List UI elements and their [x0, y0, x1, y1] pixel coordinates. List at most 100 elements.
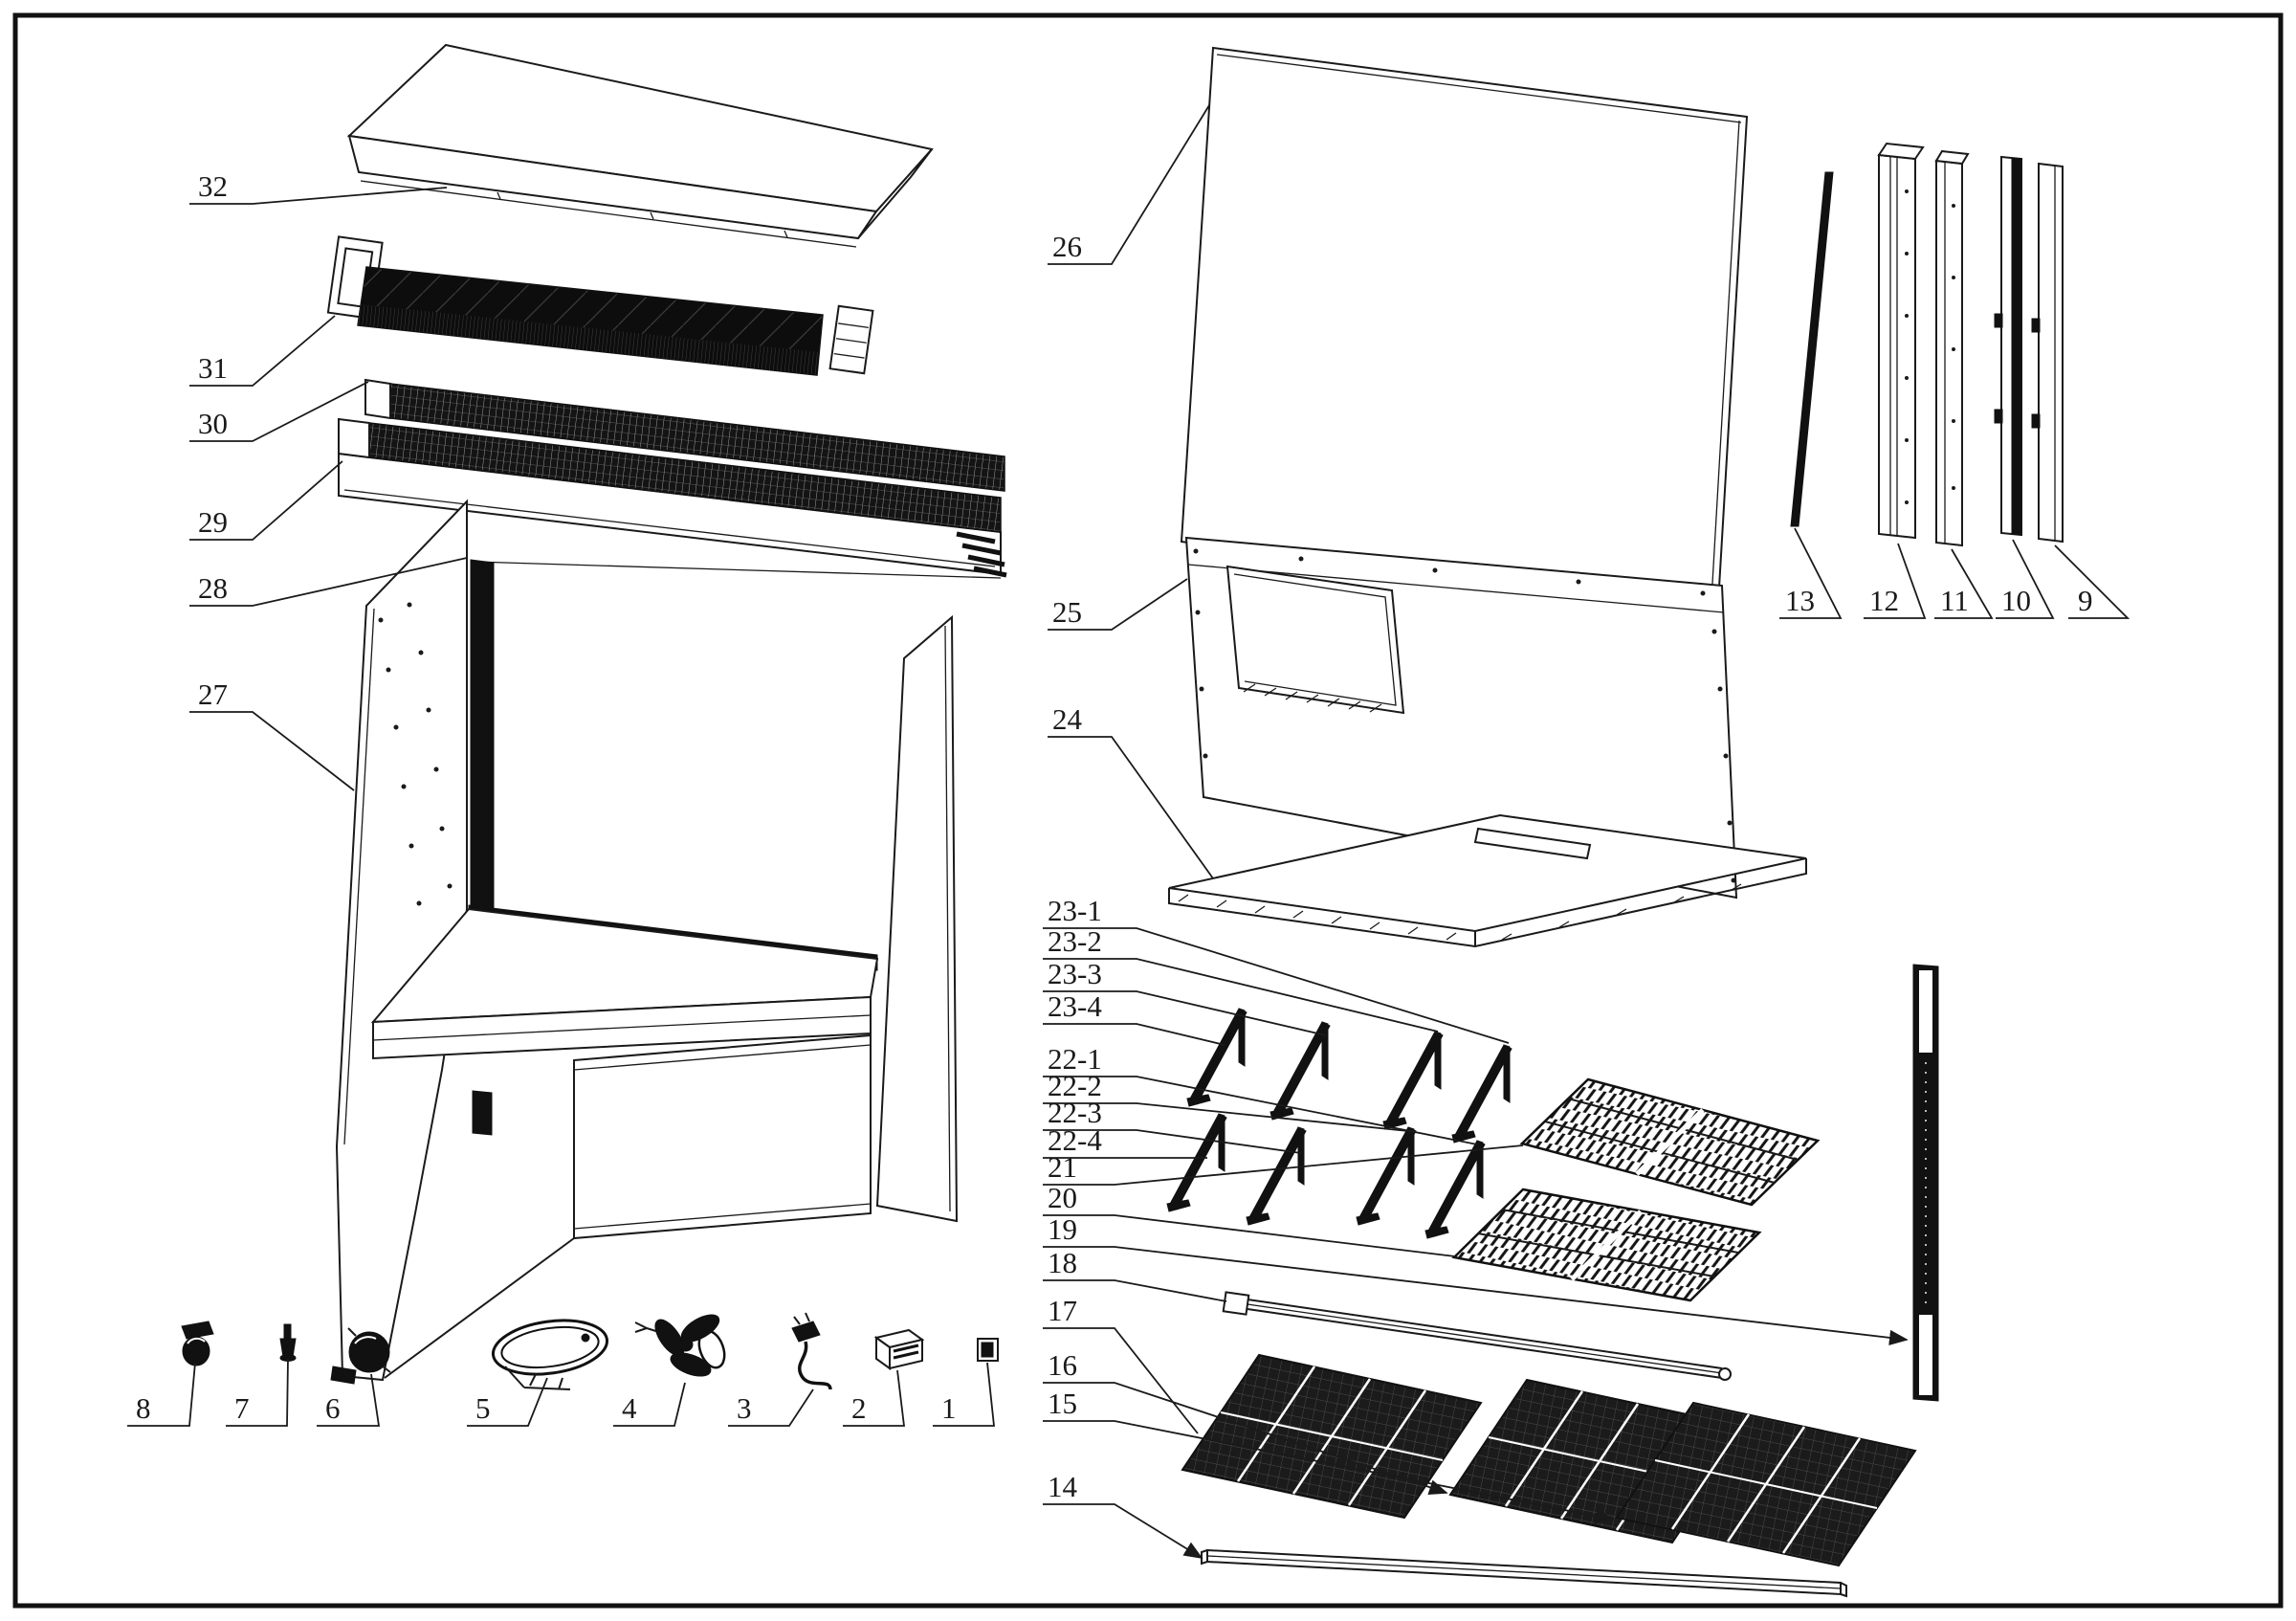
- panel-window-outer: [1225, 565, 1405, 715]
- callout-25: 25: [1048, 578, 1188, 631]
- foot-stem: [283, 1323, 292, 1340]
- part-4-fan-blade: [634, 1314, 726, 1377]
- left-panel-foot: [330, 1366, 357, 1385]
- part-label-23-2: 23-2: [1048, 924, 1102, 958]
- callout-28: 28: [189, 557, 468, 607]
- part-label-13: 13: [1785, 584, 1815, 617]
- evaporator-fin-fringe: [358, 304, 819, 375]
- part-label-29: 29: [198, 505, 228, 539]
- grille-end-cap: [364, 378, 391, 420]
- callout-22-3: 22-3: [1043, 1096, 1302, 1154]
- post-10-clip-2: [1994, 409, 2003, 424]
- motor-tabs: [347, 1327, 391, 1373]
- wire-shelf-upper-split: [1635, 1108, 1705, 1176]
- caster-bracket: [181, 1321, 214, 1340]
- part-22-lower-shelf-brackets: [1166, 1113, 1486, 1239]
- part-label-12: 12: [1869, 584, 1899, 617]
- callout-9: 9: [2054, 544, 2130, 619]
- part-label-9: 9: [2078, 584, 2093, 617]
- post-top-slot: [1919, 970, 1932, 1053]
- part-32-top-cover-panel: [346, 43, 934, 248]
- part-label-23-4: 23-4: [1048, 989, 1102, 1023]
- part-label-32: 32: [198, 169, 228, 203]
- part-label-26: 26: [1052, 230, 1082, 263]
- cabinet-right-panel: [875, 614, 959, 1223]
- part-label-20: 20: [1048, 1181, 1077, 1214]
- part-20-wire-shelf-lower: [1451, 1188, 1762, 1302]
- part-label-17: 17: [1048, 1294, 1077, 1327]
- post-11-holes: [1952, 204, 1955, 490]
- callout-15: 15: [1043, 1387, 1615, 1524]
- callout-3: 3: [728, 1388, 814, 1427]
- shelf-thickness: [1168, 858, 1807, 948]
- box-slots: [893, 1343, 919, 1360]
- callout-30: 30: [189, 381, 369, 442]
- part-26-front-glass-panel: [1180, 46, 1749, 622]
- callout-26: 26: [1048, 104, 1210, 265]
- part-30-air-grille-strip: [364, 378, 1005, 492]
- ring-outer: [491, 1319, 609, 1376]
- part-label-15: 15: [1048, 1387, 1077, 1420]
- part-27-cabinet-body: [330, 499, 959, 1385]
- callout-10: 10: [1996, 539, 2055, 619]
- callout-14: 14: [1043, 1470, 1203, 1559]
- part-29-grille-tray: [338, 417, 1007, 579]
- part-label-7: 7: [234, 1391, 250, 1425]
- callout-1: 1: [933, 1362, 996, 1427]
- upper-bracket-3: [1382, 1031, 1444, 1130]
- callout-7: 7: [226, 1358, 289, 1427]
- part-label-31: 31: [198, 351, 228, 385]
- part-23-upper-shelf-brackets: [1186, 1008, 1512, 1144]
- callout-31: 31: [189, 315, 336, 387]
- callout-20: 20: [1043, 1181, 1456, 1257]
- post-bottom-slot: [1919, 1315, 1932, 1395]
- motor-body: [348, 1331, 390, 1373]
- part-7-leveling-foot: [279, 1323, 297, 1362]
- part-21-wire-shelf-upper: [1519, 1077, 1821, 1207]
- motor-highlight: [354, 1336, 377, 1344]
- part-13-trim-strip: [1790, 171, 1834, 527]
- callout-19: 19: [1043, 1212, 1909, 1345]
- trim-strip-upper: [470, 559, 495, 912]
- post-10-clip-1: [1994, 313, 2003, 328]
- tray-rear-edge: [473, 561, 1002, 579]
- grid-15-mid: [1654, 1459, 1878, 1509]
- tube-body: [1247, 1299, 1723, 1379]
- wire-shelf-lower-split: [1570, 1210, 1643, 1281]
- part-10-upright-post: [1994, 155, 2022, 537]
- right-panel-edge-line: [944, 625, 951, 1212]
- part-label-22-1: 22-1: [1048, 1042, 1102, 1076]
- base-front-edge: [384, 1237, 575, 1379]
- window-sill-hatch: [1243, 683, 1382, 713]
- fan-petals: [654, 1314, 726, 1377]
- part-2-switch-box: [873, 1328, 925, 1370]
- part-31-evaporator-coil: [326, 235, 874, 376]
- tray-inner-line: [343, 489, 996, 567]
- panel-window-inner: [1233, 573, 1397, 706]
- callout-24: 24: [1048, 702, 1214, 879]
- callout-17: 17: [1043, 1294, 1199, 1434]
- callout-12: 12: [1864, 543, 1927, 619]
- shelf-clip: [1473, 827, 1592, 860]
- shelf-edge-hatch: [1178, 883, 1742, 941]
- post-body: [1912, 964, 1939, 1402]
- upper-bracket-1: [1186, 1008, 1247, 1107]
- ring-inner: [500, 1325, 600, 1369]
- part-label-6: 6: [325, 1391, 341, 1425]
- ring-screw: [581, 1333, 590, 1343]
- part-label-22-4: 22-4: [1048, 1123, 1102, 1157]
- part-28-corner-trim-strip: [470, 559, 495, 1136]
- callout-22-2: 22-2: [1043, 1069, 1409, 1132]
- callout-16: 16: [1043, 1348, 1448, 1496]
- part-label-30: 30: [198, 407, 228, 440]
- evaporator-right-bracket: [828, 304, 874, 375]
- callout-2: 2: [843, 1369, 906, 1427]
- part-label-11: 11: [1940, 584, 1969, 617]
- part-19-rear-corner-post: [1912, 964, 1939, 1402]
- part-label-22-3: 22-3: [1048, 1096, 1102, 1129]
- post-9-clip-1: [2031, 318, 2041, 333]
- bay-inner-lines: [573, 1044, 872, 1230]
- callout-23-3: 23-3: [1043, 957, 1327, 1036]
